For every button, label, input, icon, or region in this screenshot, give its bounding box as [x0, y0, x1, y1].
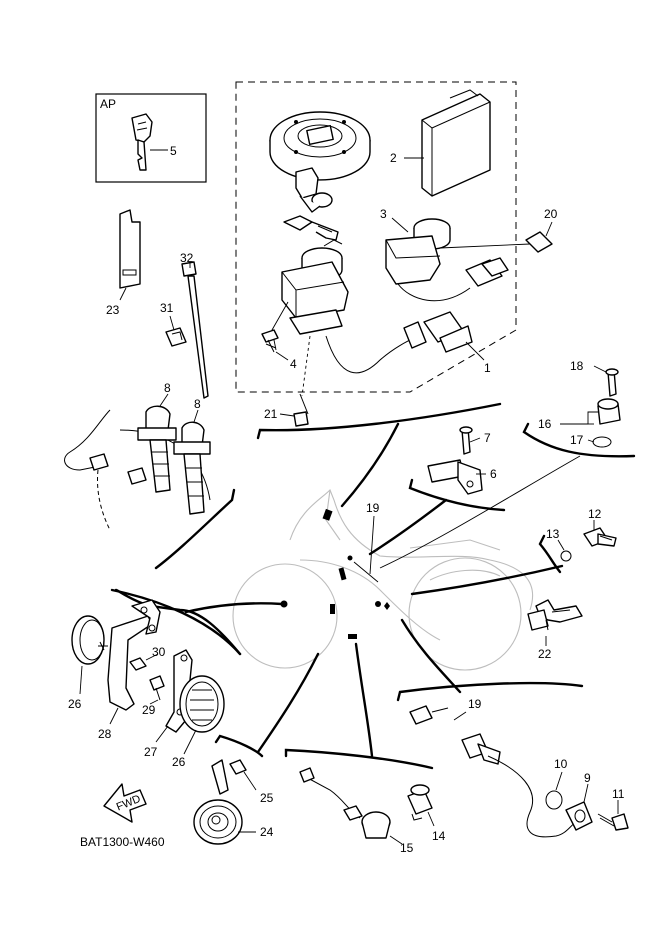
- nut-30: 30: [129, 645, 166, 671]
- part-label-30: 30: [152, 645, 166, 659]
- screw-4: 4: [261, 329, 297, 371]
- part-label-1: 1: [484, 361, 491, 375]
- nut-25: 25: [229, 759, 274, 805]
- part-label-12: 12: [588, 507, 602, 521]
- sensor12-to-bike: [410, 564, 564, 596]
- ap-box: AP 5: [95, 93, 207, 183]
- speed-sensor-callout: [354, 642, 374, 758]
- part-label-19a: 19: [366, 501, 380, 515]
- part-label-17: 17: [570, 433, 584, 447]
- kit-key-icon: [283, 215, 339, 241]
- part-label-11: 11: [612, 787, 625, 801]
- motorcycle-silhouette: [232, 489, 534, 671]
- ecu-unit: 2: [390, 89, 491, 197]
- part-label-21: 21: [264, 407, 278, 421]
- part-label-13: 13: [546, 527, 560, 541]
- sensor9-callout: [400, 618, 462, 694]
- sensor-6-callout: [408, 478, 506, 512]
- bolt-21: 21: [264, 335, 311, 427]
- part-label-29: 29: [142, 703, 156, 717]
- seat-lock: [295, 167, 333, 213]
- part-label-4: 4: [290, 357, 297, 371]
- part-label-26a: 26: [68, 697, 82, 711]
- bracket-22: 22: [527, 599, 583, 661]
- ap-box-label: AP: [100, 97, 116, 111]
- part-label-3: 3: [380, 207, 387, 221]
- part-label-20: 20: [544, 207, 558, 221]
- part-label-22: 22: [538, 647, 552, 661]
- clip-31: 31: [160, 301, 187, 347]
- cable-band-32: 32: [180, 251, 209, 399]
- part-label-10: 10: [554, 757, 568, 771]
- part-label-26b: 26: [172, 755, 186, 769]
- part-label-6: 6: [490, 467, 497, 481]
- label-sticker-20: 20: [439, 207, 558, 253]
- part-label-24: 24: [260, 825, 274, 839]
- part-label-9: 9: [584, 771, 591, 785]
- part-label-28: 28: [98, 727, 112, 741]
- part-label-5: 5: [170, 144, 177, 158]
- sensor6-to-bike: [368, 498, 448, 556]
- part-label-25: 25: [260, 791, 274, 805]
- rear-group-bracket: [110, 588, 242, 656]
- part-label-31: 31: [160, 301, 174, 315]
- switch-lead-wire: 1: [325, 311, 491, 375]
- part-label-8a: 8: [164, 381, 171, 395]
- switch-callout: [154, 488, 236, 570]
- marker-kit: [322, 508, 333, 521]
- part-label-8b: 8: [194, 397, 201, 411]
- reflector-bracket-28: 28: [98, 599, 161, 741]
- holder-plate-23: 23: [106, 209, 141, 317]
- sensor-16-group: 18 16 17: [538, 359, 621, 448]
- reflector-26a: 26: [68, 615, 108, 711]
- sensor-15: 15: [299, 767, 414, 855]
- immobilizer-unit: 3: [380, 207, 509, 302]
- fuel-tank-cap: [269, 111, 371, 181]
- reflector-26b: 26: [172, 675, 225, 769]
- part-label-23: 23: [106, 303, 120, 317]
- part-label-16: 16: [538, 417, 552, 431]
- pressure-sensor-14: 14: [407, 784, 446, 843]
- bolt-29: 29: [142, 675, 165, 717]
- sensor-12-callout: [538, 534, 562, 574]
- main-switch: [271, 239, 349, 351]
- part-label-14: 14: [432, 829, 446, 843]
- horn-callout: [256, 652, 320, 754]
- horn-group-bracket: [214, 734, 264, 758]
- kit-callout: [340, 422, 400, 508]
- part-label-19b: 19: [468, 697, 482, 711]
- part-label-15: 15: [400, 841, 414, 855]
- part-label-2: 2: [390, 151, 397, 165]
- fwd-arrow-icon: FWD: [103, 783, 147, 823]
- part-label-18: 18: [570, 359, 584, 373]
- leader-19a: [353, 515, 379, 583]
- speed-group-bracket: [284, 748, 434, 770]
- main-switch-kit-outline: [235, 81, 517, 393]
- sensor-12-group: 12 13: [546, 507, 617, 562]
- sensor-6-group: 7 6: [427, 426, 497, 495]
- doc-code: BAT1300-W460: [80, 835, 165, 849]
- sensor-16-callout: [522, 422, 636, 458]
- rear-to-bike: [184, 602, 284, 614]
- key-icon: [131, 113, 153, 171]
- part-label-27: 27: [144, 745, 158, 759]
- handlebar-switches: 8 8: [64, 381, 211, 531]
- horn-24: 24: [193, 759, 274, 845]
- part-label-32: 32: [180, 251, 194, 265]
- sensor9-group-bracket: [396, 681, 584, 702]
- upper-callout-bracket: [256, 402, 502, 440]
- part-label-7: 7: [484, 431, 491, 445]
- sensor-9-group: 19 10 9 11: [409, 697, 629, 838]
